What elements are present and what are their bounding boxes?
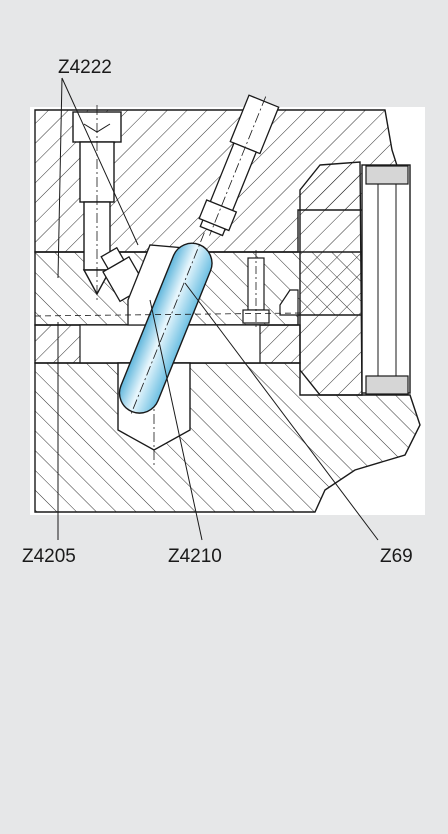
label-z4210: Z4210 [168,546,222,567]
right-clamp [361,164,411,394]
sprue-bushing-z4210 [118,232,213,414]
locating-pin-z69 [198,94,280,237]
leader-lines [57,77,379,541]
label-z69: Z69 [380,546,413,567]
right-block [299,161,363,396]
right-clamp-bottom [365,375,409,395]
label-z4222: Z4222 [58,57,112,78]
right-clamp-top [365,165,409,185]
socket-head-screw-z4222 [72,105,122,300]
small-screw [242,250,270,330]
label-z4205: Z4205 [22,546,76,567]
parting-line [34,312,301,317]
